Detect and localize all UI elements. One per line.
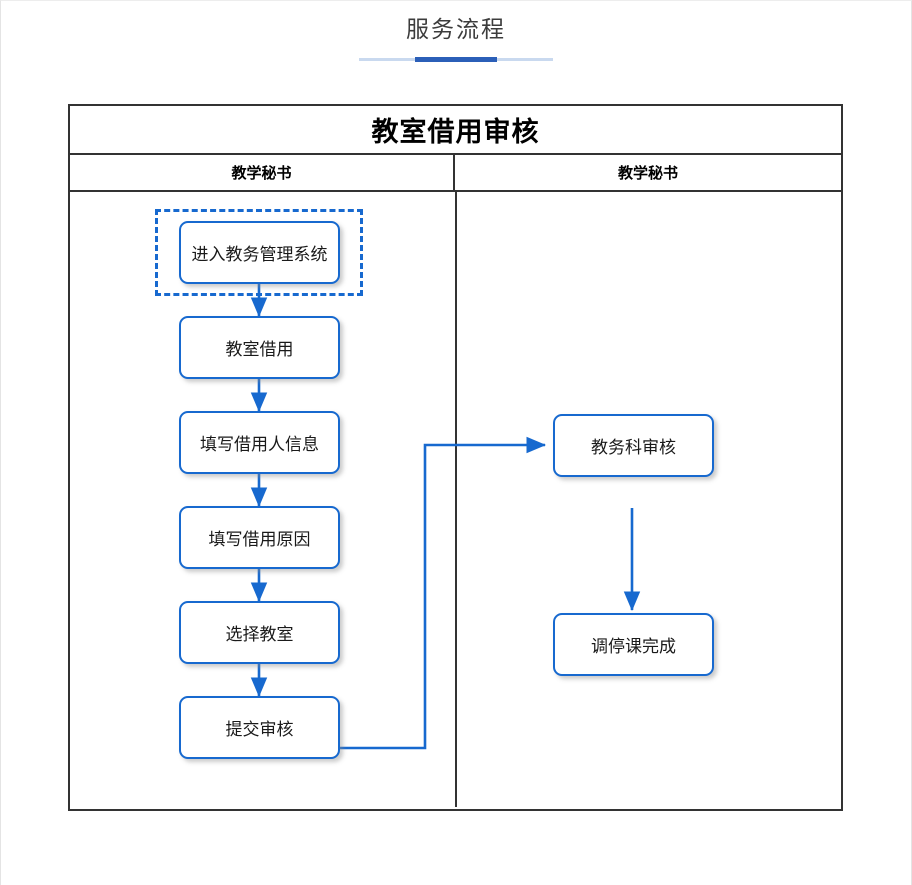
flow-node-borrow-room[interactable]: 教室借用 bbox=[179, 316, 340, 379]
title-underline-accent bbox=[415, 57, 497, 62]
flow-node-adjust-done[interactable]: 调停课完成 bbox=[553, 613, 714, 676]
flow-node-label: 调停课完成 bbox=[591, 637, 676, 657]
connector-submit-to-dept bbox=[340, 436, 547, 750]
lane-header-right: 教学秘书 bbox=[617, 164, 678, 182]
lane-divider bbox=[455, 192, 457, 807]
flow-node-label: 进入教务管理系统 bbox=[191, 245, 328, 265]
title-underline-rule bbox=[359, 57, 553, 62]
flowchart-title: 教室借用审核 bbox=[371, 117, 540, 148]
flow-node-enter-system[interactable]: 进入教务管理系统 bbox=[179, 221, 340, 284]
flow-node-label: 教室借用 bbox=[225, 340, 294, 360]
highlight-box-enter-system bbox=[155, 209, 363, 296]
swimlane-flowchart: 教室借用审核 教学秘书 教学秘书 bbox=[68, 104, 843, 811]
flow-node-label: 填写借用原因 bbox=[208, 530, 311, 550]
lane-body: 进入教务管理系统 教室借用 填写借用人信息 填写借用原因 选择教室 提交审核 教… bbox=[70, 192, 841, 807]
flow-node-label: 选择教室 bbox=[225, 625, 294, 645]
lane-header-left: 教学秘书 bbox=[70, 155, 455, 190]
flow-node-select-room[interactable]: 选择教室 bbox=[179, 601, 340, 664]
page-title: 服务流程 bbox=[406, 17, 506, 43]
flow-node-label: 教务科审核 bbox=[591, 438, 676, 458]
lane-header-row: 教学秘书 教学秘书 bbox=[70, 155, 841, 192]
flowchart-title-row: 教室借用审核 bbox=[70, 106, 841, 155]
flow-node-dept-review[interactable]: 教务科审核 bbox=[553, 414, 714, 477]
page-heading: 服务流程 bbox=[0, 14, 912, 62]
flow-node-submit-review[interactable]: 提交审核 bbox=[179, 696, 340, 759]
flow-node-label: 提交审核 bbox=[225, 720, 294, 740]
flow-node-fill-reason[interactable]: 填写借用原因 bbox=[179, 506, 340, 569]
flow-node-label: 填写借用人信息 bbox=[200, 435, 319, 455]
flow-node-fill-borrower[interactable]: 填写借用人信息 bbox=[179, 411, 340, 474]
